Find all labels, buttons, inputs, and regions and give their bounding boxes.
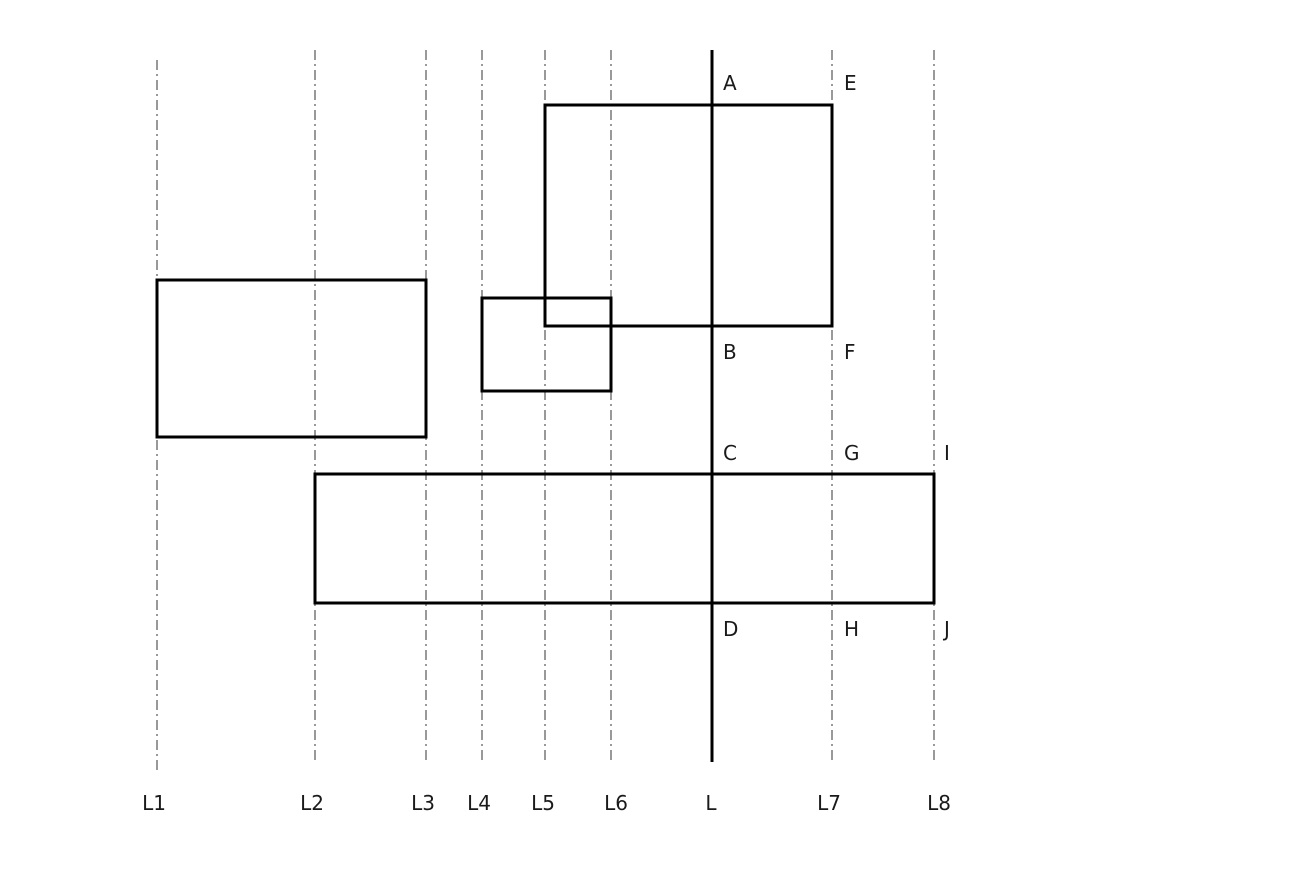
point-label-h: H (844, 617, 859, 641)
line-label-l5: L5 (531, 791, 555, 815)
rectangle-wide (313, 472, 936, 605)
line-label-l8: L8 (927, 791, 951, 815)
point-label-d: D (723, 617, 738, 641)
point-label-e: E (844, 71, 857, 95)
point-label-c: C (723, 441, 737, 465)
line-label-l6: L6 (604, 791, 628, 815)
point-label-j: J (942, 617, 950, 641)
point-label-i: I (944, 441, 950, 465)
line-label-l2: L2 (300, 791, 324, 815)
line-label-l4: L4 (467, 791, 491, 815)
point-label-g: G (844, 441, 860, 465)
line-label-l7: L7 (817, 791, 841, 815)
point-label-a: A (723, 71, 737, 95)
rectangle-abef (543, 103, 834, 328)
point-label-f: F (844, 340, 856, 364)
line-label-l: L (705, 791, 717, 815)
line-label-l3: L3 (411, 791, 435, 815)
line-label-l1: L1 (142, 791, 166, 815)
rectangle-left (155, 278, 428, 439)
point-label-b: B (723, 340, 737, 364)
